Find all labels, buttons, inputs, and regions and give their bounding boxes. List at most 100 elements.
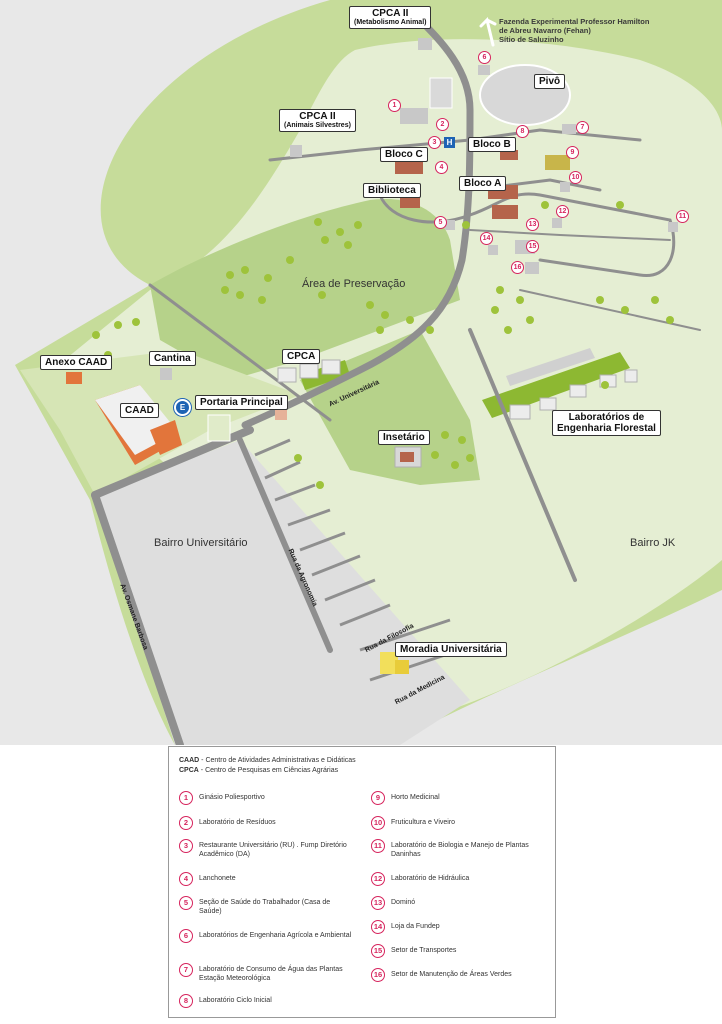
legend-item-2: 2 Laboratório de Resíduos [179,816,354,830]
label-caad: CAAD [120,403,159,418]
legend-num-10: 10 [371,816,385,830]
portaria-building [275,410,287,420]
map-marker-12: 12 [556,205,569,218]
lab14-building [488,245,498,255]
bloco-b-building [500,150,518,160]
h-marker-icon: H [444,137,455,148]
lab-florestal-building-3 [569,384,587,398]
legend-num-3: 3 [179,839,193,853]
legend-item-5: 5 Seção de Saúde do Trabalhador (Casa de … [179,896,354,916]
legend-text-15: Setor de Transportes [391,947,457,954]
legend-item-13: 13 Dominó [371,896,546,910]
legend-num-11: 11 [371,839,385,853]
florestal-strip-2 [506,348,595,386]
lab-florestal-building-1 [509,404,531,420]
legend-text-5: Seção de Saúde do Trabalhador (Casa de S… [199,899,331,915]
bloco-a-building-2 [492,205,518,219]
label-lab-florestal: Laboratórios de Engenharia Florestal [552,410,661,436]
legend-text-14: Loja da Fundep [391,923,440,930]
legend-text-3: Restaurante Universitário (RU) . Fump Di… [199,842,347,858]
label-bloco-a: Bloco A [459,176,507,191]
road-left [148,283,332,422]
cantina-building [160,368,172,380]
map-marker-7: 7 [576,121,589,134]
area-bairro-jk: Bairro JK [630,537,676,549]
map-marker-15: 15 [526,240,539,253]
cpca-building-2 [299,363,319,379]
map-legend: CAAD - Centro de Atividades Administrati… [168,746,556,1018]
label-cpca-metabolismo-sub: (Metabolismo Animal) [354,19,427,26]
caad-building-2 [150,420,182,455]
fazenda-line-1: Fazenda Experimental Professor Hamilton [499,17,650,26]
right-road [468,328,577,582]
label-portaria: Portaria Principal [195,395,288,410]
map-marker-5: 5 [434,216,447,229]
campus-map: CPCA II (Metabolismo Animal) CPCA II (An… [0,0,722,745]
insetario-roof [400,452,414,462]
bloco-c-building [395,160,423,174]
legend-num-5: 5 [179,896,193,910]
legend-num-13: 13 [371,896,385,910]
legend-num-4: 4 [179,872,193,886]
legend-num-14: 14 [371,920,385,934]
legend-text-4: Lanchonete [199,875,236,882]
rua-agronomia [237,437,333,653]
legend-text-2: Laboratório de Resíduos [199,819,276,826]
florestal-strip [482,352,630,418]
legend-num-8: 8 [179,994,193,1008]
label-cpca-silvestres: CPCA II (Animais Silvestres) [279,109,356,132]
map-marker-4: 4 [435,161,448,174]
legend-text-16: Setor de Manutenção de Áreas Verdes [391,971,512,978]
legend-text-13: Dominó [391,899,416,906]
fruticultura-building [560,182,570,192]
map-marker-16: 16 [511,261,524,274]
label-bloco-c: Bloco C [380,147,428,162]
sports-court-2 [429,77,453,109]
label-anexo-caad: Anexo CAAD [40,355,113,370]
cpca-metab-building [418,38,432,50]
sports-court [207,414,231,442]
map-marker-13: 13 [526,218,539,231]
abbr-cpca-text: - Centro de Pesquisas em Ciências Agrári… [198,767,339,774]
label-biblioteca: Biblioteca [363,183,421,198]
fazenda-arrow [479,17,497,47]
label-pivo: Pivô [534,74,566,89]
map-marker-11: 11 [676,210,689,223]
map-graphics [15,0,722,745]
cpca-building-3 [321,359,341,375]
legend-num-12: 12 [371,872,385,886]
label-cpca-silvestres-title: CPCA II [299,111,336,122]
map-marker-9: 9 [566,146,579,159]
lab-hidraulica-building [552,218,562,228]
fazenda-label: Fazenda Experimental Professor Hamilton … [499,17,649,44]
lab-florestal-building-2 [539,397,557,411]
legend-num-2: 2 [179,816,193,830]
label-bloco-b: Bloco B [468,137,516,152]
lab-daninhas-building [668,222,678,232]
map-marker-10: 10 [569,171,582,184]
legend-item-4: 4 Lanchonete [179,872,354,886]
fazenda-line-3: Sítio de Saluzinho [499,35,564,44]
legend-abbr-caad: CAAD - Centro de Atividades Administrati… [179,757,356,764]
abbr-caad-text: - Centro de Atividades Administrativas e… [199,757,356,764]
abbr-caad-key: CAAD [179,757,200,764]
legend-num-6: 6 [179,929,193,943]
main-road [241,16,474,429]
area-bairro-universitario: Bairro Universitário [154,537,248,549]
moradia-building [380,652,398,674]
label-cpca-metabolismo: CPCA II (Metabolismo Animal) [349,6,432,29]
buildings [66,38,678,674]
legend-num-7: 7 [179,963,193,977]
map-marker-8: 8 [516,125,529,138]
map-marker-1: 1 [388,99,401,112]
lab5-building [445,220,455,230]
horto-building [545,155,570,170]
